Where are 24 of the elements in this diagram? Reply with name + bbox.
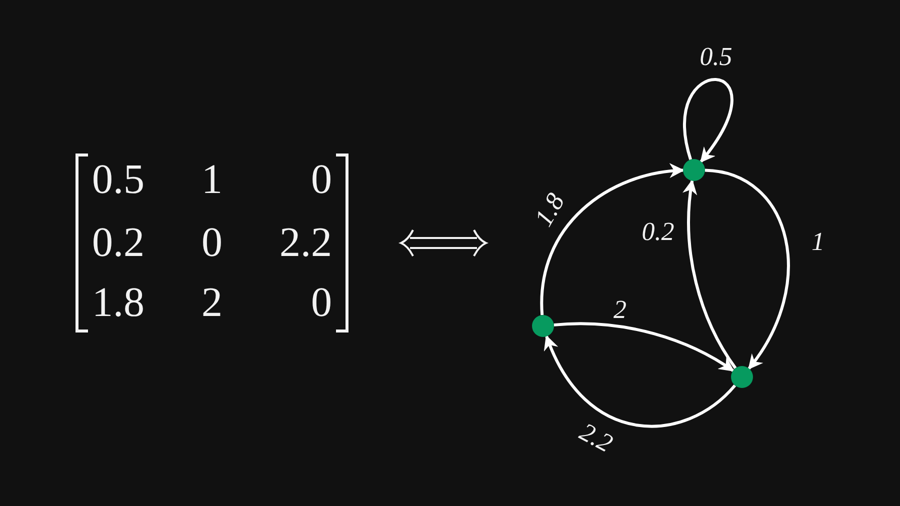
matrix-entry: 0 (202, 222, 222, 264)
edge-label: 1.8 (530, 189, 570, 231)
matrix-entry: 1.8 (92, 282, 144, 324)
matrix-entry: 1 (202, 159, 222, 201)
graph-vertex (683, 159, 705, 181)
matrix-entry: 0.2 (92, 222, 144, 264)
edge-label: 2 (614, 297, 626, 323)
edge-label: 0.5 (700, 44, 732, 70)
graph-vertex (532, 315, 554, 337)
arrow (544, 335, 736, 428)
graph-vertex (731, 366, 753, 388)
matrix-entry: 2 (202, 282, 222, 324)
arrow (704, 168, 790, 370)
arrow (554, 322, 734, 372)
edge-label: 1 (812, 229, 824, 255)
arrow (540, 164, 684, 316)
edge-label: 2.2 (576, 418, 616, 458)
matrix-entry: 0 (311, 282, 332, 324)
edge-label: 0.2 (642, 219, 674, 245)
matrix-entry: 2.2 (280, 222, 332, 264)
arrow (684, 78, 734, 163)
arrow (682, 179, 737, 369)
matrix-entry: 0 (311, 159, 332, 201)
matrix-entry: 0.5 (92, 159, 144, 201)
